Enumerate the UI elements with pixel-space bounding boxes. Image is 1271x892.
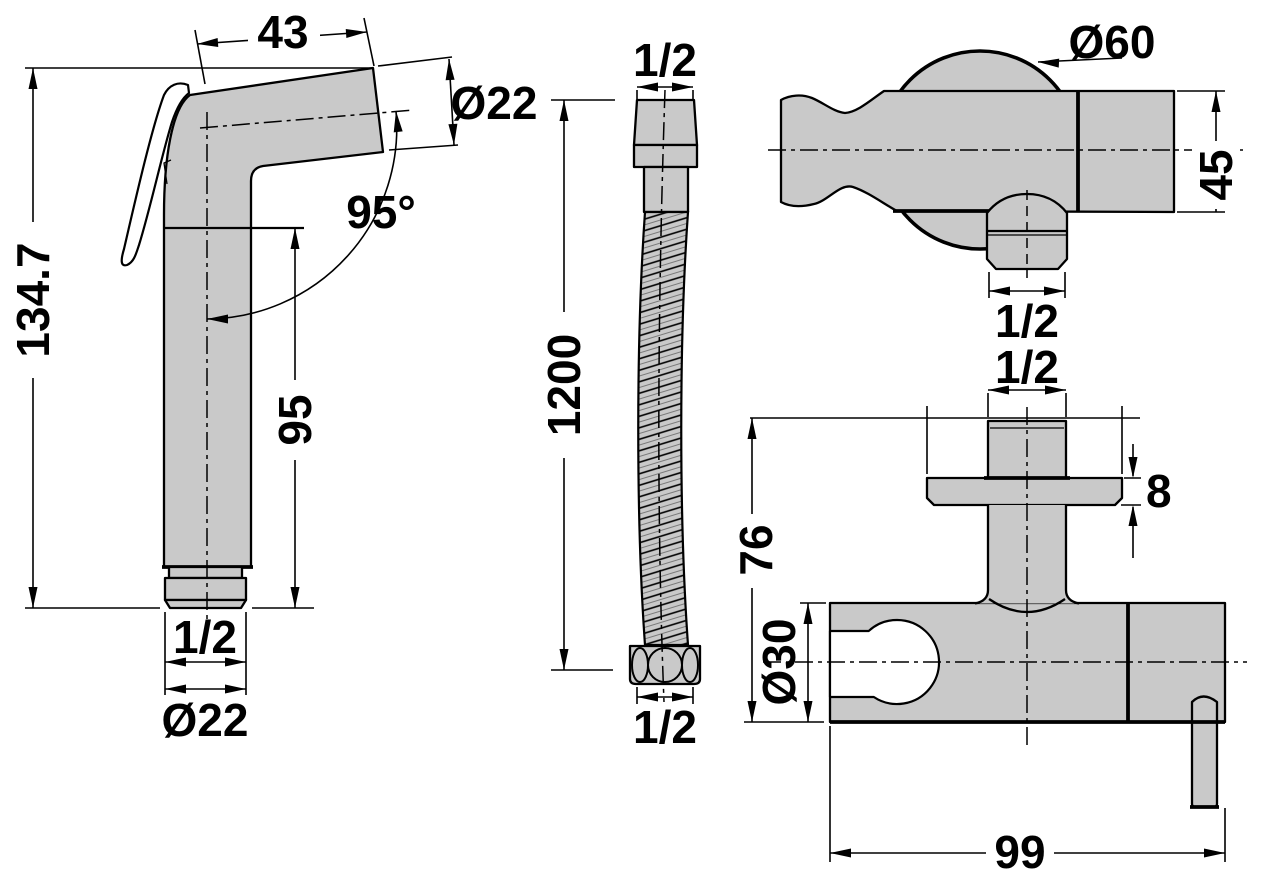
- hose-flexible-tube: [637, 210, 690, 647]
- holder-body: [779, 89, 1176, 214]
- valve-handle: [1190, 695, 1219, 809]
- hose-view: 1/2 1200 1/2: [538, 34, 702, 753]
- dim-valve-inlet-thread: 1/2: [987, 341, 1067, 417]
- dim-holder-diameter: Ø60: [1037, 16, 1156, 68]
- dim-label-valve-flange-thickness: 8: [1146, 465, 1172, 517]
- valve-riser-pipe: [975, 505, 1079, 604]
- dim-label-holder-diameter: Ø60: [1069, 16, 1156, 68]
- dim-label-spray-angle: 95°: [346, 186, 416, 238]
- dim-sprayer-angle: 95°: [206, 110, 416, 324]
- dim-label-valve-height: 76: [730, 524, 782, 575]
- dim-label-holder-thread: 1/2: [995, 295, 1059, 347]
- dim-sprayer-head-diameter: Ø22: [377, 56, 538, 151]
- valve-pipe-right-edge: [1064, 505, 1080, 605]
- dim-valve-height: 76: [730, 418, 824, 723]
- valve-wall-flange: [925, 476, 1124, 507]
- holder-view: Ø60 45 1/2: [768, 16, 1247, 347]
- dim-hose-top-thread: 1/2: [633, 34, 697, 99]
- dim-label-head-diameter: Ø22: [451, 77, 538, 129]
- sprayer-trigger: [120, 82, 191, 267]
- dim-holder-thread: 1/2: [988, 272, 1066, 347]
- dim-label-hose-bottom-thread: 1/2: [633, 701, 697, 753]
- dim-label-valve-body-diameter: Ø30: [753, 619, 805, 706]
- sprayer-thread: [163, 576, 248, 602]
- valve-pipe-left-edge: [974, 505, 990, 605]
- dim-holder-height: 45: [1177, 90, 1242, 213]
- sprayer-view: 43 Ø22 95° 134.7: [7, 6, 537, 746]
- dim-sprayer-handle-length: 95: [252, 228, 321, 609]
- dim-label-outlet-thread: 1/2: [173, 611, 237, 663]
- dim-hose-length: 1200: [538, 99, 615, 671]
- dim-label-valve-width: 99: [994, 826, 1045, 878]
- dim-valve-body-diameter: Ø30: [753, 602, 826, 722]
- dim-label-head-width: 43: [257, 6, 308, 58]
- sprayer-head-centerline: [199, 109, 415, 129]
- dim-label-hose-length: 1200: [538, 334, 590, 436]
- sprayer-thread-end: [163, 598, 248, 610]
- dim-sprayer-handle-diameter: Ø22: [162, 684, 249, 746]
- dim-valve-width: 99: [829, 726, 1226, 878]
- sprayer-body: [162, 66, 385, 569]
- hose-nut-facet-center: [647, 647, 683, 683]
- dim-label-valve-inlet-thread: 1/2: [995, 341, 1059, 393]
- hose-nut-facet-left: [631, 647, 649, 683]
- dim-label-hose-top-thread: 1/2: [633, 34, 697, 86]
- dim-valve-flange-thickness: 8: [1121, 444, 1172, 558]
- hose-top-connector: [632, 98, 699, 147]
- dim-sprayer-head-width: 43: [194, 6, 375, 85]
- hose-top-ferrule: [642, 165, 690, 214]
- hose-top-connector-band: [632, 143, 699, 169]
- dim-hose-bottom-thread: 1/2: [633, 687, 697, 753]
- dim-label-holder-height: 45: [1190, 149, 1242, 200]
- dim-sprayer-outlet-thread: 1/2: [164, 611, 247, 695]
- dim-sprayer-total-height: 134.7: [7, 67, 373, 609]
- sprayer-cap-ring: [167, 565, 244, 580]
- sprayer-trigger-notch: [163, 159, 172, 185]
- valve-view: 1/2 8 76 Ø30: [730, 341, 1247, 878]
- hose-nut-facet-right: [681, 647, 699, 683]
- hose-centerline: [658, 89, 666, 703]
- dim-label-handle-length: 95: [269, 394, 321, 445]
- dim-label-handle-diameter: Ø22: [162, 694, 249, 746]
- dim-label-total-height: 134.7: [7, 242, 59, 357]
